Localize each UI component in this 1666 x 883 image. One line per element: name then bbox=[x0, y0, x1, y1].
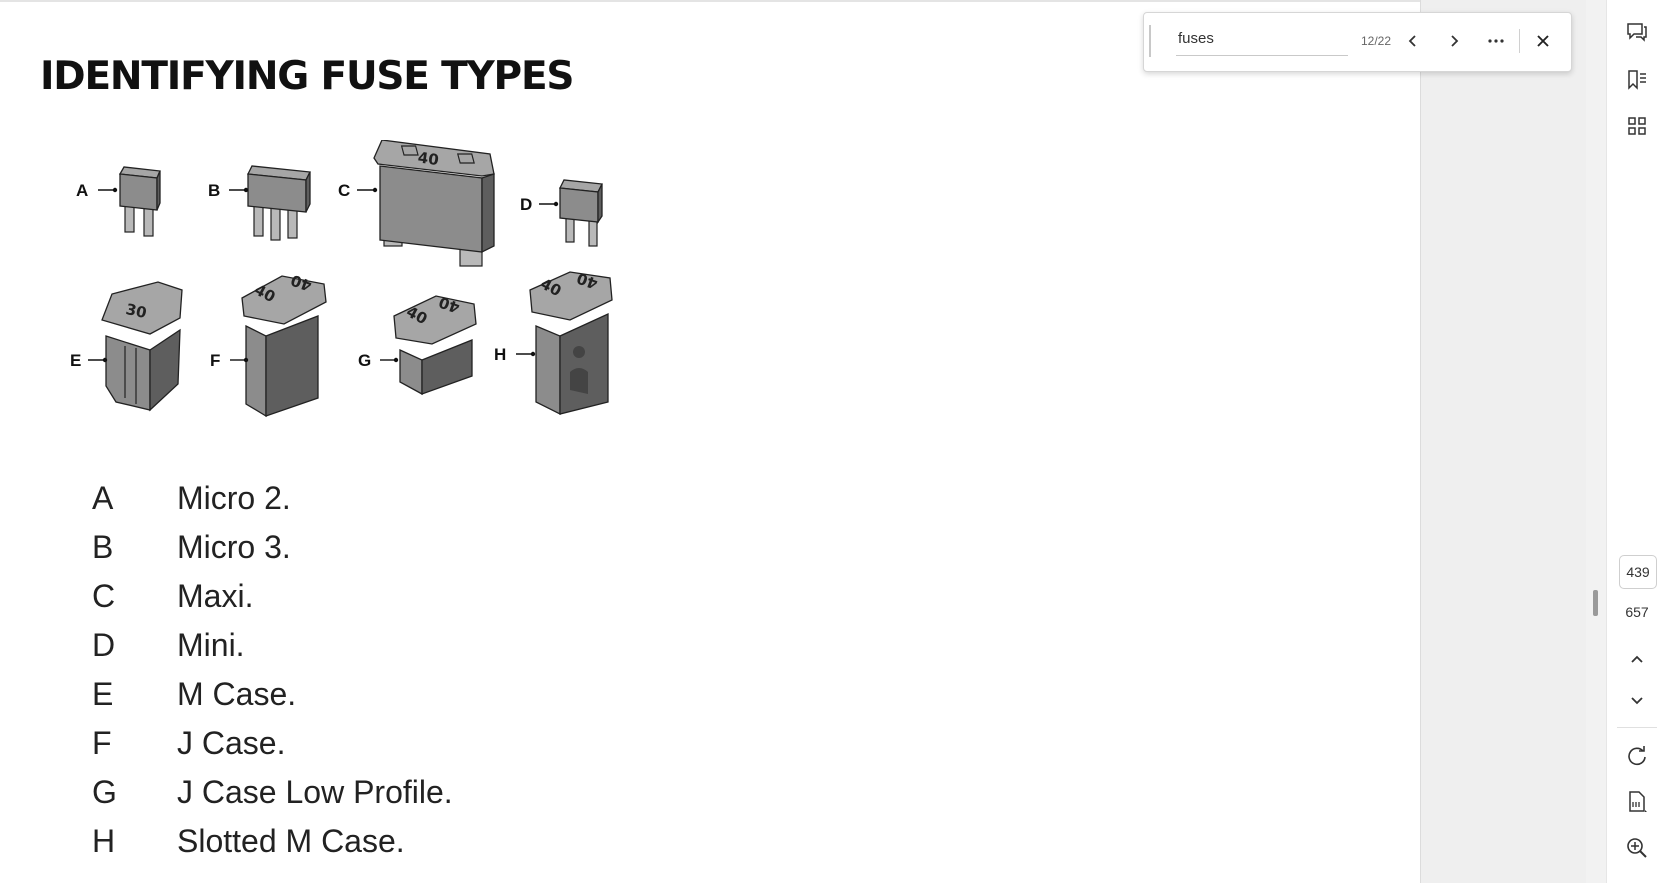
legend-label: J Case Low Profile. bbox=[177, 774, 453, 810]
close-find-button[interactable] bbox=[1529, 27, 1557, 55]
page-gutter bbox=[1420, 0, 1586, 883]
find-bar-divider bbox=[1519, 29, 1520, 53]
callout-label-d: D bbox=[520, 195, 532, 214]
page-down-button[interactable] bbox=[1607, 682, 1666, 718]
callout-label-h: H bbox=[494, 345, 506, 364]
top-border bbox=[0, 0, 1422, 2]
legend-label: Maxi. bbox=[177, 578, 254, 614]
legend-key: E bbox=[92, 676, 114, 712]
callout-f: F bbox=[210, 351, 249, 370]
legend-key: A bbox=[92, 480, 114, 516]
callout-e: E bbox=[70, 351, 108, 370]
rotate-icon bbox=[1628, 746, 1646, 766]
fuse-b bbox=[246, 165, 312, 241]
right-toolbar: 439 657 bbox=[1606, 0, 1666, 883]
fuse-h: 40 40 bbox=[529, 269, 613, 416]
more-options-button[interactable] bbox=[1482, 27, 1510, 55]
callout-label-b: B bbox=[208, 181, 220, 200]
legend-key: C bbox=[92, 578, 116, 614]
legend-label: Slotted M Case. bbox=[177, 823, 405, 859]
legend-key: F bbox=[92, 725, 112, 761]
fuse-a bbox=[118, 166, 161, 237]
legend-label: J Case. bbox=[177, 725, 286, 761]
legend-label: Micro 2. bbox=[177, 480, 291, 516]
callout-b: B bbox=[208, 181, 249, 200]
thumbnails-button[interactable] bbox=[1607, 108, 1666, 144]
callout-label-a: A bbox=[76, 181, 88, 200]
fuse-e-rating: 30 bbox=[124, 300, 148, 322]
page-title: IDENTIFYING FUSE TYPES bbox=[40, 54, 574, 99]
find-bar: 12/22 bbox=[1143, 12, 1572, 72]
comments-button[interactable] bbox=[1607, 14, 1666, 50]
scrollbar-thumb[interactable] bbox=[1593, 590, 1598, 616]
legend-key: B bbox=[92, 529, 114, 565]
bookmarks-button[interactable] bbox=[1607, 62, 1666, 98]
find-bar-grip[interactable] bbox=[1149, 25, 1151, 57]
zoom-in-icon bbox=[1627, 838, 1647, 858]
close-icon bbox=[1537, 35, 1549, 47]
callout-label-f: F bbox=[210, 351, 220, 370]
legend-label: Micro 3. bbox=[177, 529, 291, 565]
bookmark-icon bbox=[1628, 70, 1646, 90]
next-result-button[interactable] bbox=[1440, 27, 1468, 55]
fuse-types-figure: .body{fill:#8c8c8c;stroke:#222;stroke-wi… bbox=[70, 140, 613, 418]
total-pages: 657 bbox=[1625, 604, 1649, 620]
callout-label-g: G bbox=[358, 351, 371, 370]
zoom-in-button[interactable] bbox=[1607, 830, 1666, 866]
prev-result-icon bbox=[1408, 35, 1416, 47]
fuse-c-rating: 40 bbox=[417, 148, 440, 169]
callout-label-e: E bbox=[70, 351, 81, 370]
next-result-icon bbox=[1451, 35, 1459, 47]
fuse-e: 30 bbox=[101, 281, 183, 412]
find-input[interactable] bbox=[1176, 25, 1348, 56]
legend-key: D bbox=[92, 627, 116, 663]
callout-d: D bbox=[520, 195, 559, 214]
fuse-g: 40 40 bbox=[393, 293, 477, 396]
fit-page-button[interactable] bbox=[1607, 784, 1666, 820]
rotate-button[interactable] bbox=[1607, 738, 1666, 774]
callout-g: G bbox=[358, 351, 399, 370]
current-page-field[interactable]: 439 bbox=[1619, 555, 1657, 589]
page-down-icon bbox=[1631, 697, 1643, 705]
page-up-icon bbox=[1631, 655, 1643, 663]
toolbar-divider bbox=[1617, 727, 1657, 728]
thumbnails-icon bbox=[1628, 117, 1646, 135]
fuse-f: 40 40 bbox=[241, 271, 327, 418]
page-up-button[interactable] bbox=[1607, 642, 1666, 678]
callout-a: A bbox=[76, 181, 118, 200]
scrollbar-track[interactable] bbox=[1586, 0, 1606, 883]
document-page: IDENTIFYING FUSE TYPES .body{fill:#8c8c8… bbox=[0, 2, 1420, 883]
callout-c: C bbox=[338, 181, 378, 200]
callout-label-c: C bbox=[338, 181, 350, 200]
legend-label: M Case. bbox=[177, 676, 297, 712]
fuse-c: 40 bbox=[373, 140, 495, 267]
callout-h: H bbox=[494, 345, 536, 364]
legend-key: G bbox=[92, 774, 117, 810]
comment-icon bbox=[1627, 23, 1647, 42]
prev-result-button[interactable] bbox=[1399, 27, 1427, 55]
find-result-count: 12/22 bbox=[1361, 34, 1392, 48]
legend-label: Mini. bbox=[177, 627, 245, 663]
fuse-d bbox=[558, 179, 604, 247]
legend-key: H bbox=[92, 823, 116, 859]
fit-page-icon bbox=[1629, 791, 1647, 812]
more-options-icon bbox=[1488, 39, 1504, 43]
